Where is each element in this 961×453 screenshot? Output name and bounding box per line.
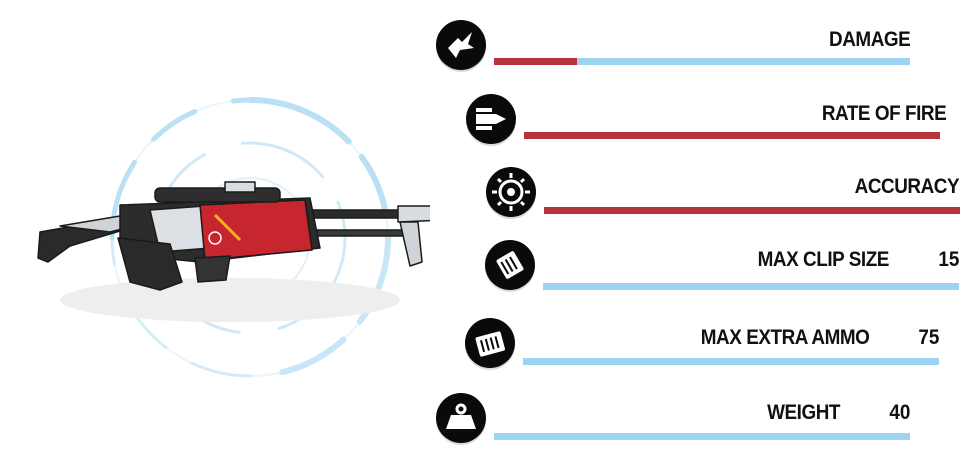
rifle: [37, 181, 430, 291]
stat-row-max-clip-size: MAX CLIP SIZE 15: [485, 240, 961, 300]
stat-bar-fill: [494, 58, 578, 65]
stat-label: MAX CLIP SIZE: [757, 248, 890, 271]
stat-bar: [494, 58, 910, 65]
ammo-box-icon: [465, 318, 515, 368]
stat-row-rate-of-fire: RATE OF FIRE: [466, 94, 946, 154]
stat-label: ACCURACY: [854, 175, 959, 198]
stat-bar-fill: [544, 207, 960, 214]
damage-icon: [436, 20, 486, 70]
stat-bar: [543, 283, 959, 290]
stat-row-weight: WEIGHT 40: [436, 393, 916, 453]
stat-row-accuracy: ACCURACY: [486, 167, 961, 227]
stat-value: 75: [917, 326, 939, 349]
stat-value: 40: [888, 401, 910, 424]
stat-label: DAMAGE: [828, 28, 911, 51]
weapon-image: [37, 97, 430, 379]
clip-icon: [485, 240, 535, 290]
stat-value: 15: [937, 248, 959, 271]
stat-row-damage: DAMAGE: [436, 20, 916, 80]
rate-of-fire-icon: [466, 94, 516, 144]
accuracy-icon: [486, 167, 536, 217]
stat-row-max-extra-ammo: MAX EXTRA AMMO 75: [465, 318, 945, 378]
stat-bar: [523, 358, 939, 365]
weight-icon: [436, 393, 486, 443]
stat-bar: [524, 132, 940, 139]
stat-bar: [494, 433, 910, 440]
stat-label: RATE OF FIRE: [821, 102, 947, 125]
stat-label: MAX EXTRA AMMO: [700, 326, 869, 349]
stat-label: WEIGHT: [767, 401, 840, 424]
stat-bar-fill: [524, 132, 940, 139]
stat-bar: [544, 207, 960, 214]
